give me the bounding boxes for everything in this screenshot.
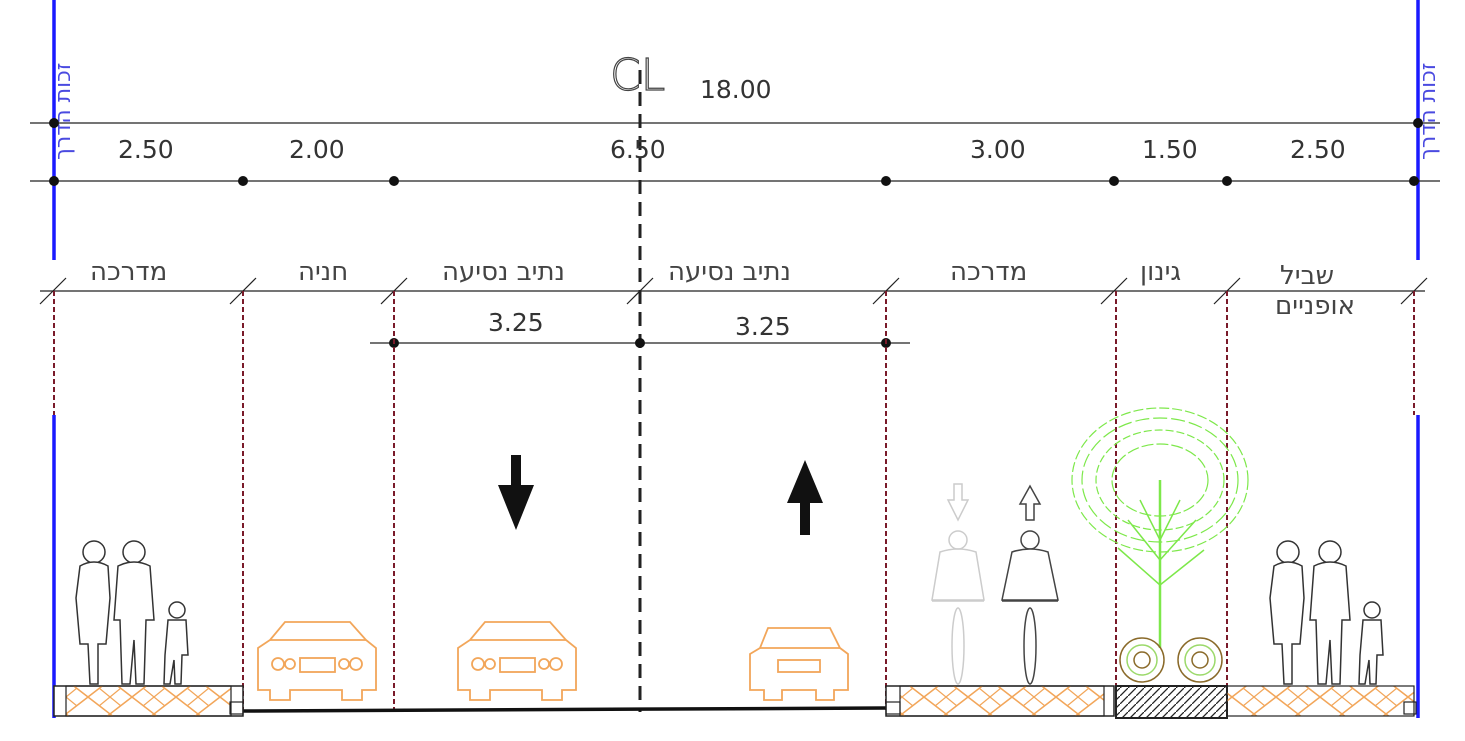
cyclist-faded-icon	[931, 483, 985, 685]
sidewalk-right-paving	[885, 685, 1115, 717]
car-left-lane-icon	[457, 621, 577, 701]
zone-label-bike-path-2: אופניים	[1275, 291, 1355, 321]
zone-label-lane-right: נתיב נסיעה	[668, 257, 791, 287]
segment-dim-parking: 2.00	[289, 135, 345, 164]
segment-dim-garden: 1.50	[1142, 135, 1198, 164]
zone-label-bike-path-1: שביל	[1280, 261, 1334, 291]
total-width-value: 18.00	[700, 75, 772, 104]
segment-dim-sidewalk-right: 3.00	[970, 135, 1026, 164]
segment-dimension-line	[30, 176, 1440, 186]
row-label-right: זכות הדרך	[1416, 63, 1441, 160]
car-icon	[257, 621, 377, 701]
total-dimension-line	[30, 118, 1440, 128]
lane-dim-left: 3.25	[488, 308, 544, 337]
arrow-down-icon	[498, 455, 534, 530]
zone-label-sidewalk-right: מדרכה	[950, 257, 1027, 287]
sidewalk-left-paving	[53, 685, 244, 717]
arrow-up-icon	[787, 460, 823, 535]
zone-label-lane-left: נתיב נסיעה	[442, 257, 565, 287]
garden-soil	[1115, 685, 1228, 719]
zone-label-garden: גינון	[1140, 257, 1181, 287]
bike-path-paving	[1226, 685, 1417, 717]
road-surface	[242, 706, 887, 713]
centerline-label: CL	[610, 50, 665, 101]
segment-dim-bike-path: 2.50	[1290, 135, 1346, 164]
lane-dimension-line	[370, 338, 910, 348]
car-right-lane-icon	[749, 627, 849, 701]
segment-dim-carriageway: 6.50	[610, 135, 666, 164]
row-boundaries	[52, 0, 1420, 718]
zone-dividers	[53, 291, 1415, 710]
cyclist-icon	[1001, 484, 1059, 685]
pedestrians-right-icon	[1269, 540, 1384, 685]
pedestrians-icon	[75, 540, 189, 685]
tree-icon	[1071, 407, 1249, 648]
row-label-left: זכות הדרך	[51, 63, 76, 160]
shrub-icon	[1119, 637, 1223, 683]
segment-dim-sidewalk-left: 2.50	[118, 135, 174, 164]
zone-label-sidewalk-left: מדרכה	[90, 257, 167, 287]
lane-dim-right: 3.25	[735, 312, 791, 341]
zone-label-parking: חניה	[298, 257, 348, 287]
